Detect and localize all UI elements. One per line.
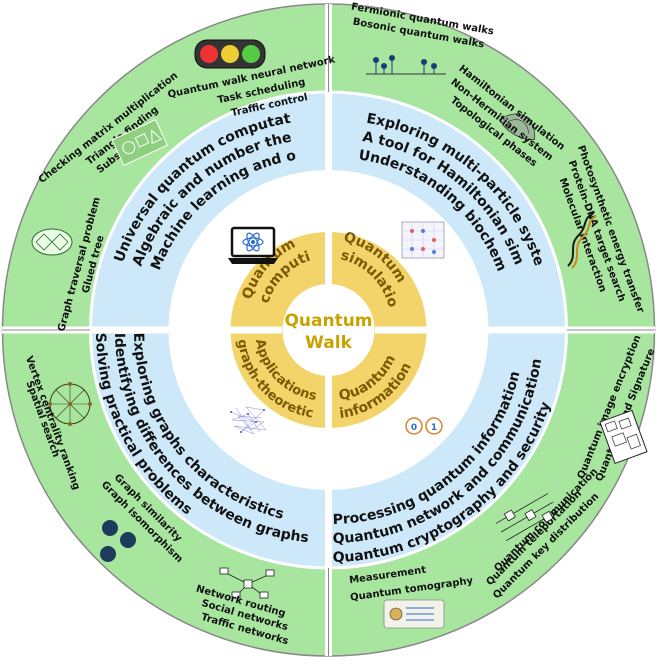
network-icon [219,567,275,599]
center-disc [282,284,375,376]
surface-icon [499,113,536,140]
encryption-icon [599,409,648,464]
lattice-icon [401,221,445,259]
svg-text:0: 0 [411,423,417,433]
outer-dividers [2,4,655,656]
nodes-icon [100,520,136,562]
center-title-line2: Walk [305,333,352,353]
particles-icon [366,55,446,75]
circuit-icon [495,493,559,542]
traffic-light-icon [194,39,266,69]
center-title-line1: Quantum [284,311,372,331]
sphere-graph-icon [48,382,92,426]
svg-text:1: 1 [431,423,437,433]
shapes-icon [111,119,169,167]
qubit-icon: 0 1 [405,417,443,435]
laptop-atom-icon [228,226,278,264]
graph-cloud-icon [230,406,267,435]
helix-icon [567,213,597,269]
glued-tree-icon [31,228,73,256]
tomography-icon [383,599,445,629]
